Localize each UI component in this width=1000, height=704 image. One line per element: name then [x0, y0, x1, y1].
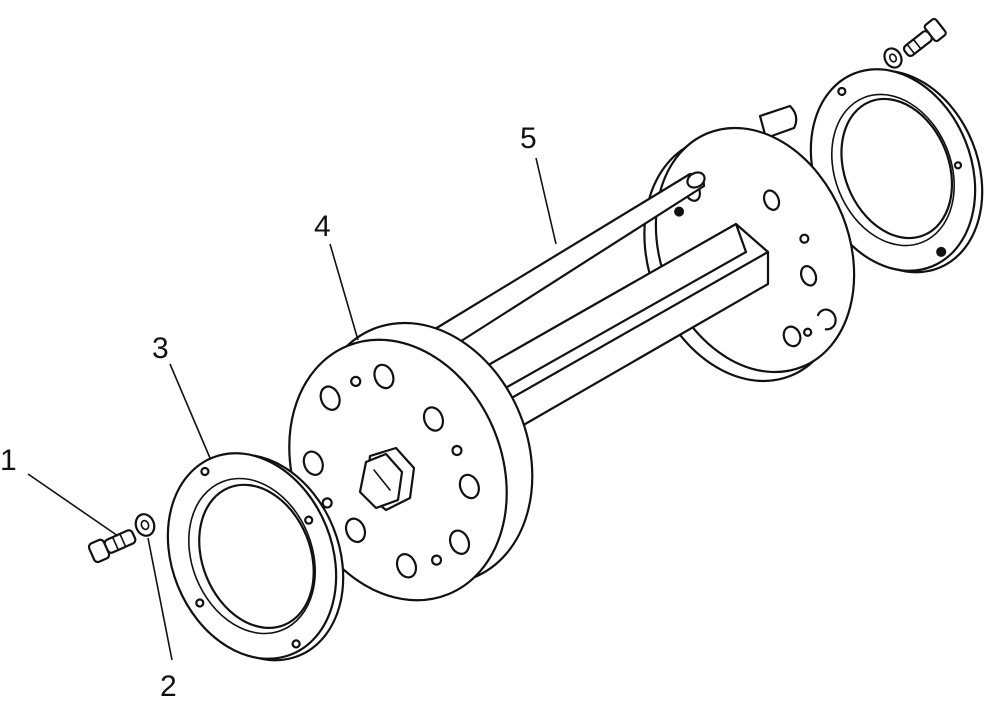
back-washer — [883, 47, 903, 69]
callout-4: 4 — [314, 210, 359, 341]
callout-label: 4 — [314, 210, 331, 243]
callout-label: 3 — [152, 332, 169, 365]
leader-line — [27, 473, 119, 537]
callout-label: 1 — [0, 444, 17, 477]
leader-line — [329, 243, 359, 341]
back-retaining-ring — [809, 68, 984, 274]
hex-hub — [358, 446, 416, 512]
back-bolt — [902, 17, 947, 57]
front-flange — [288, 321, 534, 602]
callout-5: 5 — [520, 122, 557, 245]
leader-line — [147, 537, 173, 661]
callout-label: 2 — [160, 670, 177, 703]
callout-1: 1 — [0, 444, 119, 537]
callout-label: 5 — [520, 122, 537, 155]
leader-line — [169, 363, 211, 459]
front-washer — [134, 513, 156, 537]
front-retaining-ring — [166, 452, 345, 662]
callout-2: 2 — [147, 537, 177, 703]
leader-line — [535, 157, 557, 245]
callout-3: 3 — [152, 332, 211, 459]
